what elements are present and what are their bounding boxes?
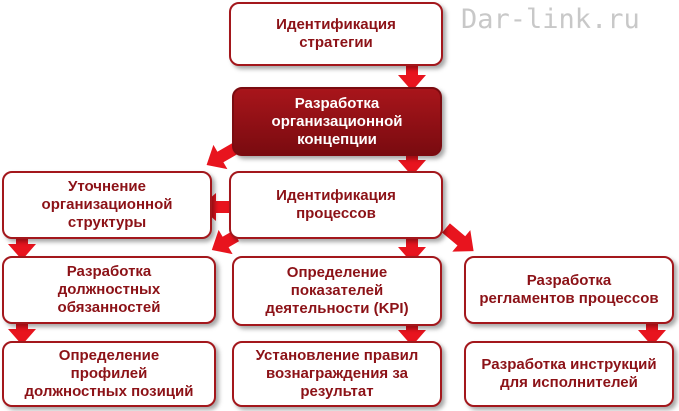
box-reward-rules-label: Установление правил вознаграждения за ре… (255, 347, 419, 400)
arrow-duties-to-profiles (8, 318, 36, 345)
box-job-duties: Разработка должностных обязанностей (2, 256, 216, 324)
arrow-structure-to-duties (8, 233, 36, 260)
arrow-concept-to-processes (398, 146, 426, 176)
box-org-concept-label: Разработка организационной концепции (271, 94, 403, 148)
box-kpi: Определение показателей деятельности (KP… (232, 256, 442, 326)
box-executor-instructions: Разработка инструкций для исполнителей (464, 341, 674, 407)
arrow-kpi-to-reward (398, 318, 426, 346)
box-identify-strategy: Идентификация стратегии (229, 2, 443, 66)
box-kpi-label: Определение показателей деятельности (KP… (265, 264, 409, 317)
box-job-duties-label: Разработка должностных обязанностей (57, 263, 161, 316)
box-identify-strategy-label: Идентификация стратегии (276, 16, 396, 51)
box-refine-structure-label: Уточнение организационной структуры (41, 178, 173, 231)
arrow-processes-to-kpi (398, 233, 426, 263)
arrow-concept-to-structure (206, 142, 239, 170)
arrow-regulations-to-instructions (638, 316, 666, 346)
box-process-regulations: Разработка регламентов процессов (464, 256, 674, 324)
box-refine-structure: Уточнение организационной структуры (2, 171, 212, 239)
box-identify-processes-label: Идентификация процессов (276, 187, 396, 222)
arrow-processes-to-regulations (442, 223, 474, 252)
box-executor-instructions-label: Разработка инструкций для исполнителей (481, 356, 657, 391)
box-org-concept: Разработка организационной концепции (232, 87, 442, 156)
box-position-profiles: Определение профилей должностных позиций (2, 341, 216, 407)
arrow-strategy-to-concept (398, 56, 426, 91)
box-process-regulations-label: Разработка регламентов процессов (479, 272, 659, 307)
watermark-text: Dar-link.ru (461, 4, 640, 35)
box-reward-rules: Установление правил вознаграждения за ре… (232, 341, 442, 407)
box-identify-processes: Идентификация процессов (229, 171, 443, 239)
box-position-profiles-label: Определение профилей должностных позиций (24, 347, 194, 400)
